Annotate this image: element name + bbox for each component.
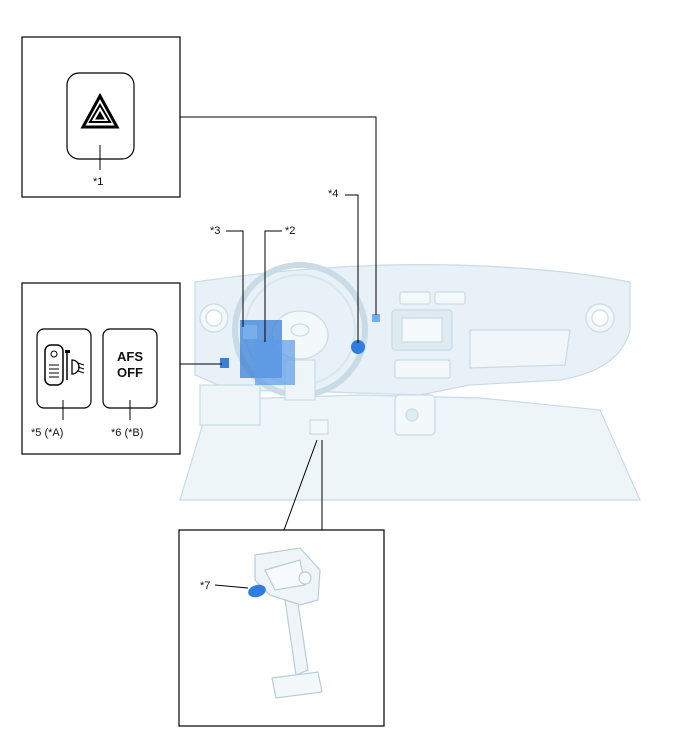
headlight-leveling-dial-icon xyxy=(44,344,85,386)
dashboard-illustration xyxy=(179,262,641,501)
leader-line-4 xyxy=(345,194,359,343)
callout-1: *1 xyxy=(93,176,103,188)
hazard-warning-triangle-icon xyxy=(80,92,120,129)
leader-line-2 xyxy=(264,230,282,342)
stop-light-switch-marker xyxy=(248,584,266,598)
callout-3: *3 xyxy=(210,225,220,237)
callout-7: *7 xyxy=(200,580,210,592)
part-4-marker xyxy=(351,340,365,354)
afs-label-line2: OFF xyxy=(117,365,143,380)
leader-line-3 xyxy=(226,230,244,327)
switch-location-marker xyxy=(220,358,229,368)
brake-pedal-illustration xyxy=(254,547,323,699)
callout-2: *2 xyxy=(285,225,295,237)
highlighted-module xyxy=(240,320,295,385)
callout-5: *5 (*A) xyxy=(31,427,63,439)
hazard-switch-marker xyxy=(372,314,380,322)
callout-4: *4 xyxy=(328,188,338,200)
afs-label-line1: AFS xyxy=(117,349,143,364)
leader-line-1 xyxy=(180,116,377,315)
callout-6: *6 (*B) xyxy=(111,427,143,439)
